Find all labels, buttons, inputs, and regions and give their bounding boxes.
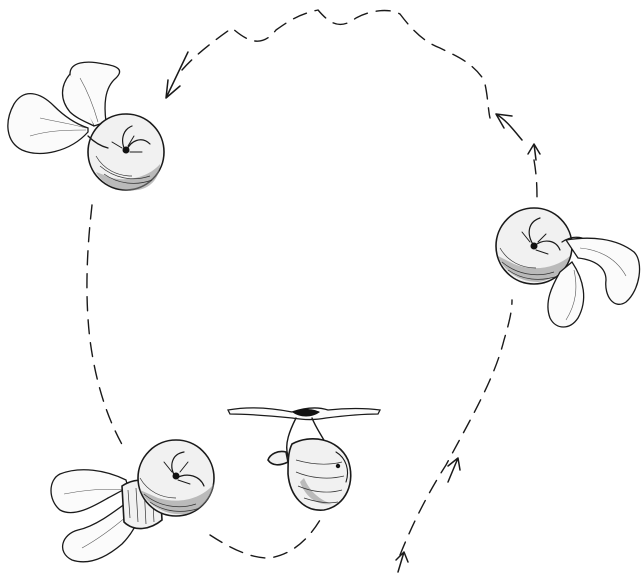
snail-right [496, 208, 640, 327]
path-right-upper [534, 160, 537, 198]
arrow-icon [448, 458, 460, 482]
snail-bottom-left [51, 440, 214, 562]
arrow-icon [496, 114, 522, 140]
path-bottom-arc [210, 520, 320, 558]
arrowheads [166, 52, 540, 572]
arrow-icon [528, 144, 540, 160]
path-left-side [87, 205, 124, 448]
snail-top-left [8, 62, 164, 190]
arrow-icon [166, 52, 188, 98]
path-top-wave [182, 10, 490, 118]
wing-bl-upper [51, 470, 128, 513]
snail-bottom-center [228, 408, 380, 510]
arrow-icon [396, 552, 408, 572]
path-right-lower [400, 300, 512, 555]
